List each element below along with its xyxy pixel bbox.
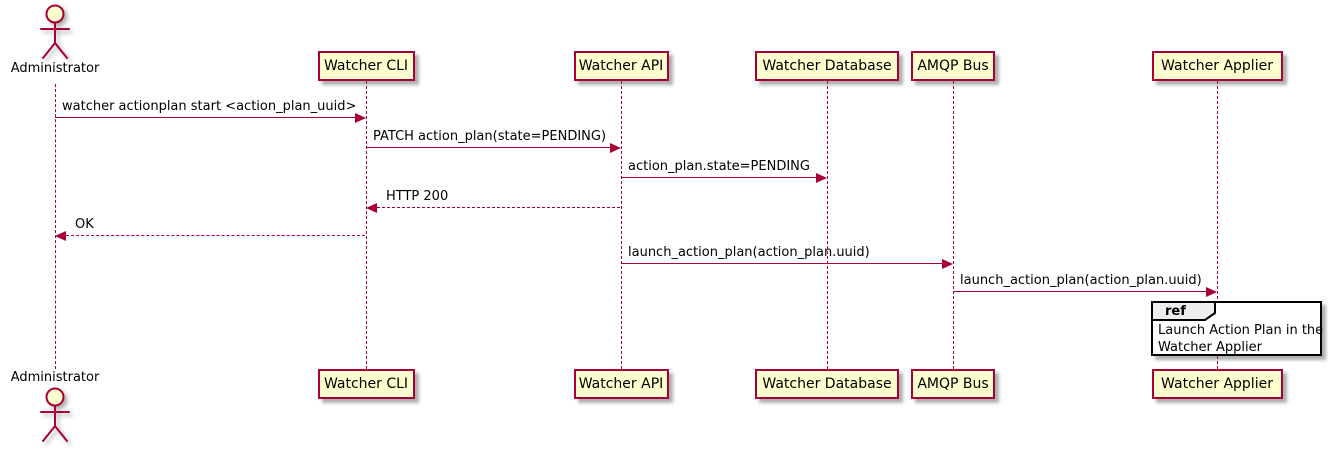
message-arrow-line [61,235,365,236]
participant-box-watcher-api-top: Watcher API [573,51,669,81]
message-label: OK [75,217,94,232]
participant-box-watcher-cli-bottom: Watcher CLI [317,369,415,399]
lifeline-amqp-bus [953,81,954,369]
lifeline-administrator [55,84,56,369]
ref-text-line: Launch Action Plan in the [1158,323,1324,338]
message-label: launch_action_plan(action_plan.uuid) [628,245,870,260]
participant-box-watcher-applier-top: Watcher Applier [1151,51,1283,81]
message-arrow-line [621,177,820,178]
message-label: action_plan.state=PENDING [628,159,810,174]
lifeline-watcher-database [827,81,828,369]
message-label: HTTP 200 [386,189,449,204]
message-arrowhead [355,113,366,123]
message-arrow-line [55,117,359,118]
actor-figure-administrator-bottom [40,387,70,442]
message-arrow-line [372,207,620,208]
actor-label-administrator-top: Administrator [10,61,100,76]
message-arrowhead [942,259,953,269]
message-arrow-line [366,147,614,148]
participant-box-watcher-api-bottom: Watcher API [573,369,669,399]
message-arrowhead [55,231,66,241]
lifeline-watcher-applier [1217,81,1218,369]
ref-keyword: ref [1165,304,1186,319]
participant-box-amqp-bus-top: AMQP Bus [911,51,995,81]
message-label: PATCH action_plan(state=PENDING) [373,129,607,144]
message-arrowhead [610,143,621,153]
participant-box-watcher-database-bottom: Watcher Database [755,369,899,399]
message-arrowhead [1206,287,1217,297]
message-arrowhead [816,173,827,183]
participant-box-watcher-database-top: Watcher Database [755,51,899,81]
message-arrowhead [366,203,377,213]
actor-figure-administrator-top [40,4,70,59]
participant-box-watcher-applier-bottom: Watcher Applier [1151,369,1283,399]
ref-tab [1151,301,1216,321]
ref-text-line: Watcher Applier [1158,340,1262,355]
message-label: launch_action_plan(action_plan.uuid) [960,273,1202,288]
message-arrow-line [953,291,1210,292]
lifeline-watcher-cli [366,81,367,369]
actor-label-administrator-bottom: Administrator [10,370,100,385]
participant-box-watcher-cli-top: Watcher CLI [317,51,415,81]
message-label: watcher actionplan start <action_plan_uu… [62,99,357,114]
participant-box-amqp-bus-bottom: AMQP Bus [911,369,995,399]
message-arrow-line [621,263,946,264]
lifeline-watcher-api [621,81,622,369]
